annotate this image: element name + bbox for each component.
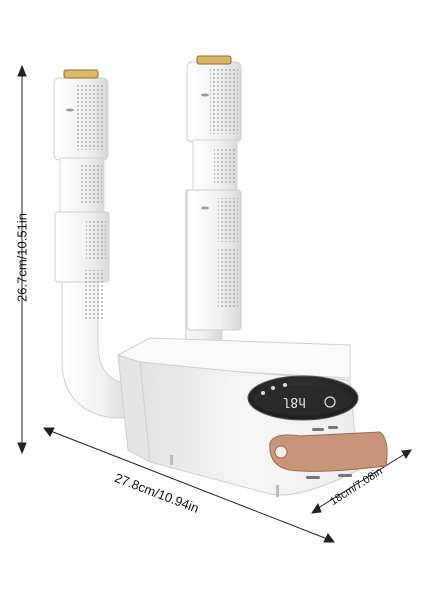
display-reading: h8l <box>283 394 306 409</box>
height-dimension-label: 26.7cm/10.51in <box>14 213 30 302</box>
leather-strap <box>269 431 388 472</box>
depth-dimension-line <box>310 449 412 514</box>
right-dryer-arm <box>166 55 242 373</box>
left-dryer-arm <box>53 69 131 419</box>
height-dimension-line <box>17 64 27 455</box>
width-dimension-line <box>43 427 335 543</box>
control-panel: h8l <box>247 375 359 421</box>
